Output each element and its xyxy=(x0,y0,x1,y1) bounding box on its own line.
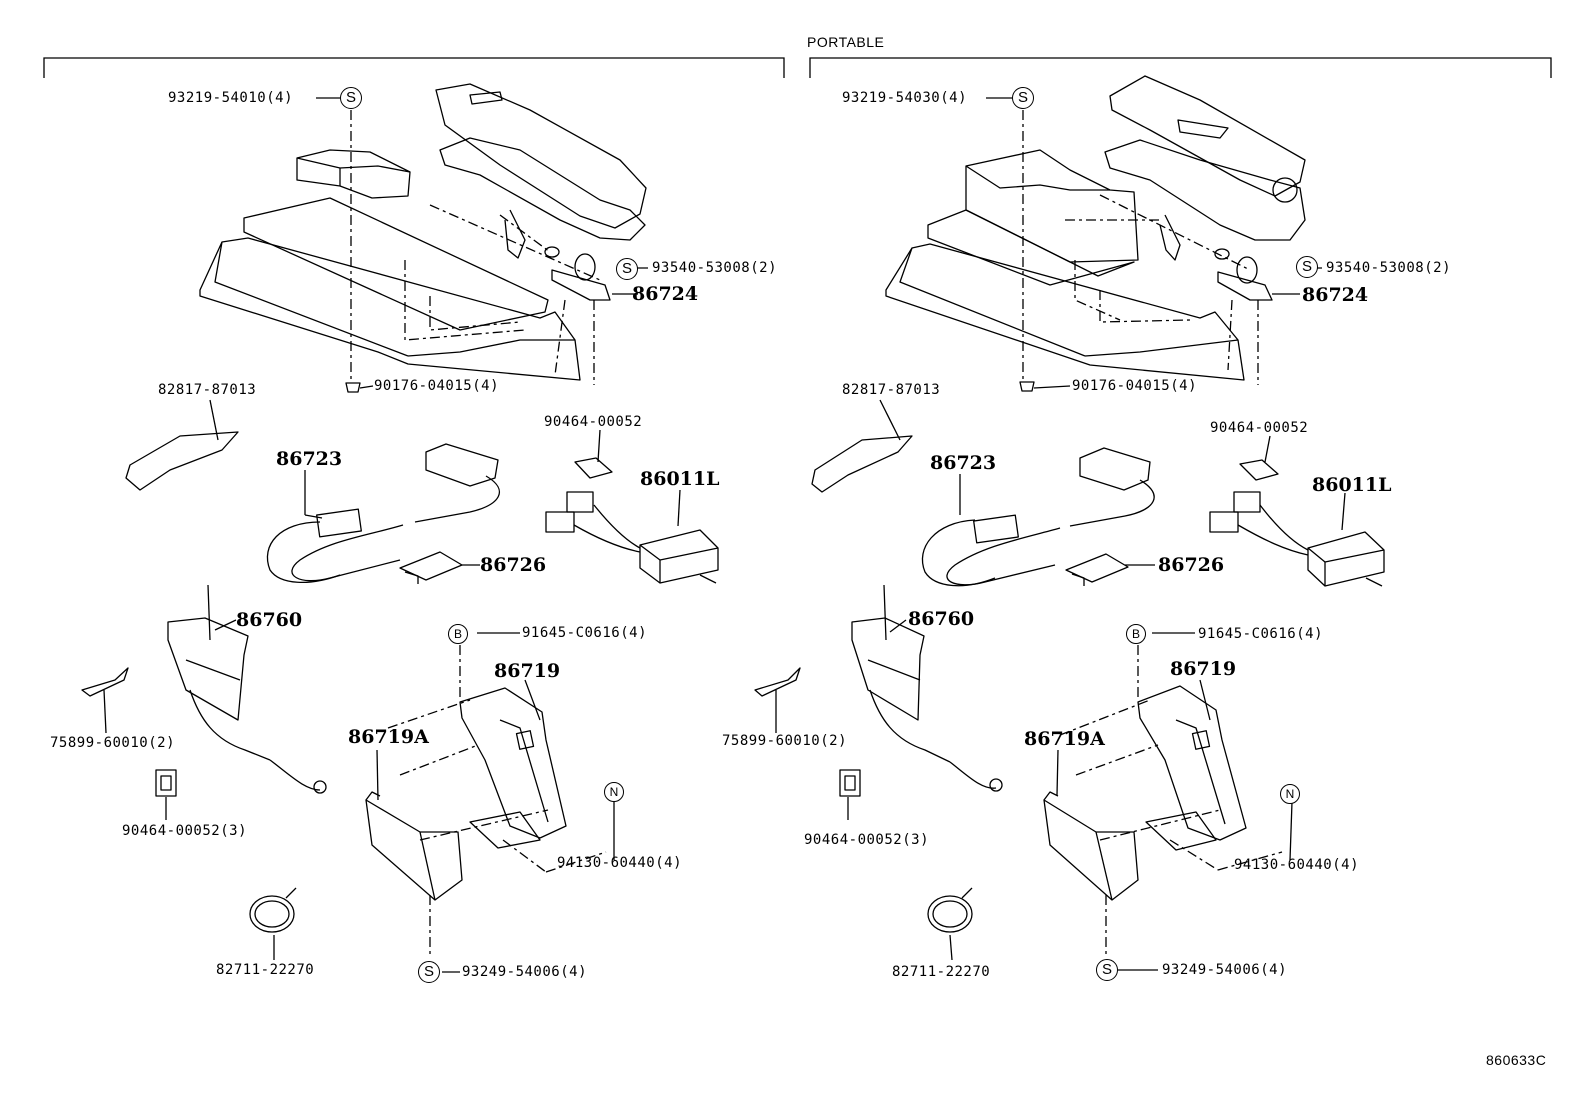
left-bracket-86719 xyxy=(459,687,567,849)
left-label-90176: 90176-04015(4) xyxy=(374,378,500,394)
left-label-91645: 91645-C0616(4) xyxy=(522,625,648,641)
left-unit-86011L xyxy=(545,491,719,584)
left-symbol-s-93219: S xyxy=(340,87,362,109)
right-label-82817 xyxy=(811,435,913,493)
left-assembly xyxy=(81,83,719,973)
right-label-90464-b: 90464-00052(3) xyxy=(804,832,930,848)
left-label-86719A: 86719A xyxy=(348,726,429,748)
right-bracket-86719A xyxy=(1043,791,1139,901)
left-bracket-86719A xyxy=(365,791,463,901)
left-symbol-b-91645: B xyxy=(448,624,468,644)
left-label-86726: 86726 xyxy=(480,554,547,576)
left-tape-75899 xyxy=(81,667,129,697)
right-label-93249: 93249-54006(4) xyxy=(1162,962,1288,978)
right-cover-86726 xyxy=(1065,553,1129,586)
left-label-93540: 93540-53008(2) xyxy=(652,260,778,276)
left-part-86760 xyxy=(167,584,327,794)
left-clip-90464 xyxy=(574,457,613,479)
portable-title: PORTABLE xyxy=(807,34,885,50)
left-label-82817: 82817-87013 xyxy=(158,382,257,398)
right-symbol-b-91645: B xyxy=(1126,624,1146,644)
right-symbol-s-93540: S xyxy=(1296,256,1318,278)
left-hinge-86724 xyxy=(544,246,611,301)
left-label-94130: 94130-60440(4) xyxy=(557,855,683,871)
right-label-82817: 82817-87013 xyxy=(842,382,941,398)
right-label-86723: 86723 xyxy=(930,452,997,474)
right-label-91645: 91645-C0616(4) xyxy=(1198,626,1324,642)
right-top-plate xyxy=(927,209,1135,286)
left-bracket-block xyxy=(296,149,411,199)
left-screw-90176 xyxy=(345,382,361,393)
left-label-75899: 75899-60010(2) xyxy=(50,735,176,751)
right-assembly xyxy=(754,75,1385,971)
right-label-93219: 93219-54030(4) xyxy=(842,90,968,106)
left-symbol-s-93249: S xyxy=(418,961,440,983)
right-label-94130: 94130-60440(4) xyxy=(1234,857,1360,873)
left-label-82817 xyxy=(125,431,239,491)
left-label-90464-b: 90464-00052(3) xyxy=(122,823,248,839)
left-top-plate xyxy=(243,197,549,331)
right-clip-90464-3 xyxy=(839,769,861,797)
right-label-90176: 90176-04015(4) xyxy=(1072,378,1198,394)
right-cable-86723 xyxy=(921,447,1155,587)
left-label-86723: 86723 xyxy=(276,448,343,470)
left-label-86011L: 86011L xyxy=(640,468,720,490)
right-screw-90176 xyxy=(1019,381,1035,392)
left-dashed-lines xyxy=(350,110,607,958)
right-label-90464-a: 90464-00052 xyxy=(1210,420,1309,436)
right-label-75899: 75899-60010(2) xyxy=(722,733,848,749)
left-label-93249: 93249-54006(4) xyxy=(462,964,588,980)
right-dashed-lines xyxy=(1022,110,1283,958)
right-tray xyxy=(885,243,1245,381)
right-clip-90464 xyxy=(1239,459,1279,481)
left-clamp-82711 xyxy=(249,887,297,933)
right-hinge-86724 xyxy=(1214,248,1273,301)
left-symbol-n-94130: N xyxy=(604,782,624,802)
left-label-86760: 86760 xyxy=(236,609,303,631)
left-label-82711: 82711-22270 xyxy=(216,962,315,978)
right-symbol-s-93219: S xyxy=(1012,87,1034,109)
right-label-86719A: 86719A xyxy=(1024,728,1105,750)
left-cover-86726 xyxy=(399,551,463,584)
right-bracket-block xyxy=(965,149,1139,263)
right-handset-cradle xyxy=(1104,75,1306,261)
right-label-82711: 82711-22270 xyxy=(892,964,991,980)
left-cable-86723 xyxy=(266,443,500,584)
right-label-93540: 93540-53008(2) xyxy=(1326,260,1452,276)
right-bracket-86719 xyxy=(1137,685,1247,851)
right-label-86011L: 86011L xyxy=(1312,474,1392,496)
left-symbol-s-93540: S xyxy=(616,258,638,280)
portable-bracket-right xyxy=(809,57,1552,78)
right-clamp-82711 xyxy=(927,887,973,933)
right-label-86760: 86760 xyxy=(908,608,975,630)
left-leader-lines xyxy=(103,97,681,973)
left-label-86719: 86719 xyxy=(494,660,561,682)
left-label-86724: 86724 xyxy=(632,283,699,305)
right-symbol-s-93249: S xyxy=(1096,959,1118,981)
figure-code: 860633C xyxy=(1486,1052,1547,1068)
left-label-90464-a: 90464-00052 xyxy=(544,414,643,430)
right-label-86719: 86719 xyxy=(1170,658,1237,680)
right-part-86760 xyxy=(851,584,1003,792)
left-label-93219: 93219-54010(4) xyxy=(168,90,294,106)
right-unit-86011L xyxy=(1209,491,1385,587)
left-clip-90464-3 xyxy=(155,769,177,797)
right-symbol-n-94130: N xyxy=(1280,784,1300,804)
left-handset-cradle xyxy=(435,83,647,259)
right-label-86726: 86726 xyxy=(1158,554,1225,576)
right-label-86724: 86724 xyxy=(1302,284,1369,306)
left-tray xyxy=(199,237,581,381)
right-tape-75899 xyxy=(754,667,801,697)
portable-bracket-left xyxy=(43,57,785,78)
